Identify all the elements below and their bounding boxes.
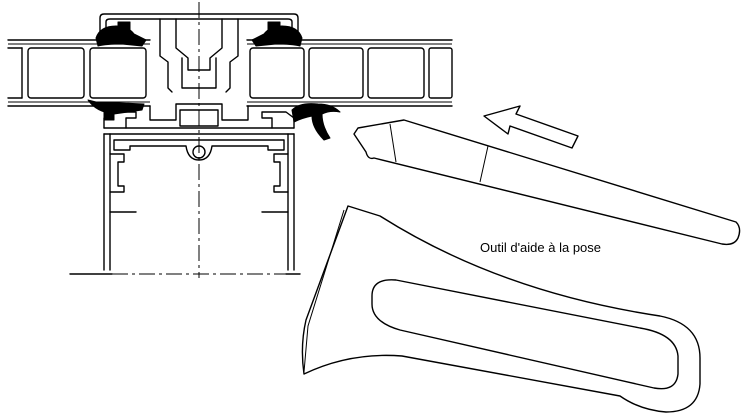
left-polycarbonate-panel [7,39,151,107]
tool-caption: Outil d'aide à la pose [480,240,602,255]
base-profile [69,103,301,275]
installation-tool [301,119,741,413]
right-polycarbonate-panel [246,39,453,107]
top-cap-profile [99,13,299,93]
direction-arrow-icon [483,105,579,149]
